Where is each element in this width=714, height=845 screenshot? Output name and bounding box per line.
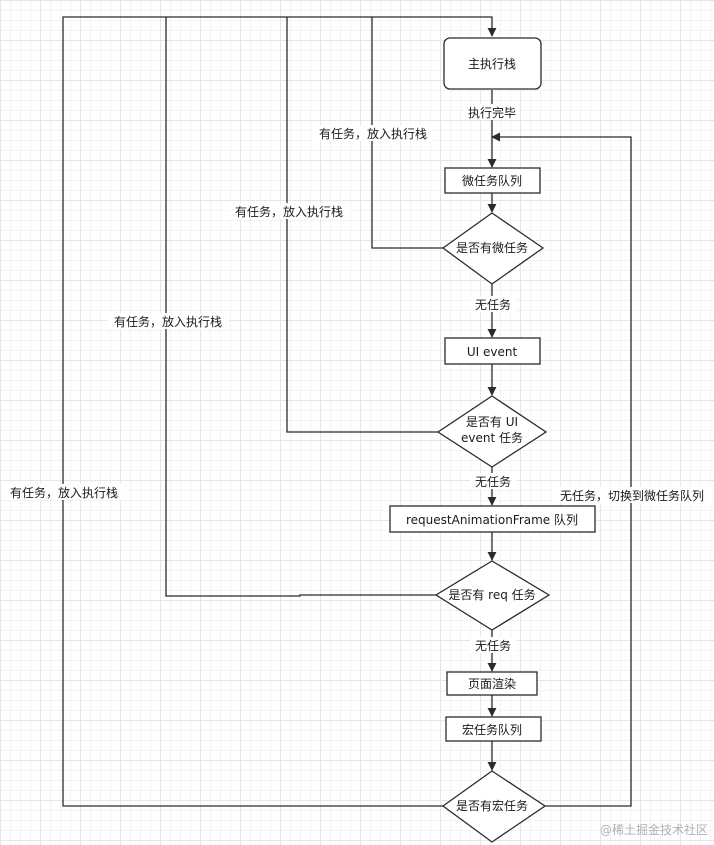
decision-has-microtask-label: 是否有微任务 xyxy=(456,240,528,255)
watermark: @稀土掘金技术社区 xyxy=(600,822,708,837)
decision-has-ui-event-label-1: 是否有 UI xyxy=(466,415,518,429)
node-main-stack-label: 主执行栈 xyxy=(468,56,516,71)
label-no-task-switch-micro: 无任务，切换到微任务队列 xyxy=(560,488,704,503)
node-page-render-label: 页面渲染 xyxy=(468,676,516,691)
node-macrotask-queue: 宏任务队列 xyxy=(445,716,542,742)
decision-has-macrotask: 是否有宏任务 xyxy=(441,770,547,843)
decision-has-ui-event-label-2: event 任务 xyxy=(461,430,523,445)
decision-has-macrotask-label: 是否有宏任务 xyxy=(456,798,528,813)
node-ui-event-label: UI event xyxy=(467,345,518,359)
loop-req-to-stack xyxy=(165,17,436,597)
node-microtask-queue-label: 微任务队列 xyxy=(462,173,522,188)
label-no-task-1: 无任务 xyxy=(475,297,511,312)
label-has-task-ui: 有任务，放入执行栈 xyxy=(235,204,343,219)
decision-has-microtask: 是否有微任务 xyxy=(441,212,545,285)
node-raf-queue: requestAnimationFrame 队列 xyxy=(389,505,596,533)
node-ui-event: UI event xyxy=(444,337,541,365)
loop-macro-to-micro xyxy=(491,132,632,807)
label-no-task-3: 无任务 xyxy=(475,638,511,653)
label-has-task-micro: 有任务，放入执行栈 xyxy=(319,126,427,141)
loop-macro-to-stack xyxy=(62,16,443,807)
node-macrotask-queue-label: 宏任务队列 xyxy=(462,722,522,737)
decision-has-req-label: 是否有 req 任务 xyxy=(448,587,535,602)
node-raf-queue-label: requestAnimationFrame 队列 xyxy=(406,512,578,527)
label-no-task-2: 无任务 xyxy=(475,474,511,489)
decision-has-ui-event: 是否有 UI event 任务 xyxy=(436,395,548,468)
node-microtask-queue: 微任务队列 xyxy=(444,167,541,194)
label-has-task-macro: 有任务，放入执行栈 xyxy=(10,485,118,500)
node-main-stack: 主执行栈 xyxy=(443,37,542,90)
loop-ui-to-stack xyxy=(286,17,438,433)
label-has-task-req: 有任务，放入执行栈 xyxy=(114,314,222,329)
label-exec-done: 执行完毕 xyxy=(468,105,516,120)
decision-has-req: 是否有 req 任务 xyxy=(434,560,551,631)
node-page-render: 页面渲染 xyxy=(446,671,538,696)
